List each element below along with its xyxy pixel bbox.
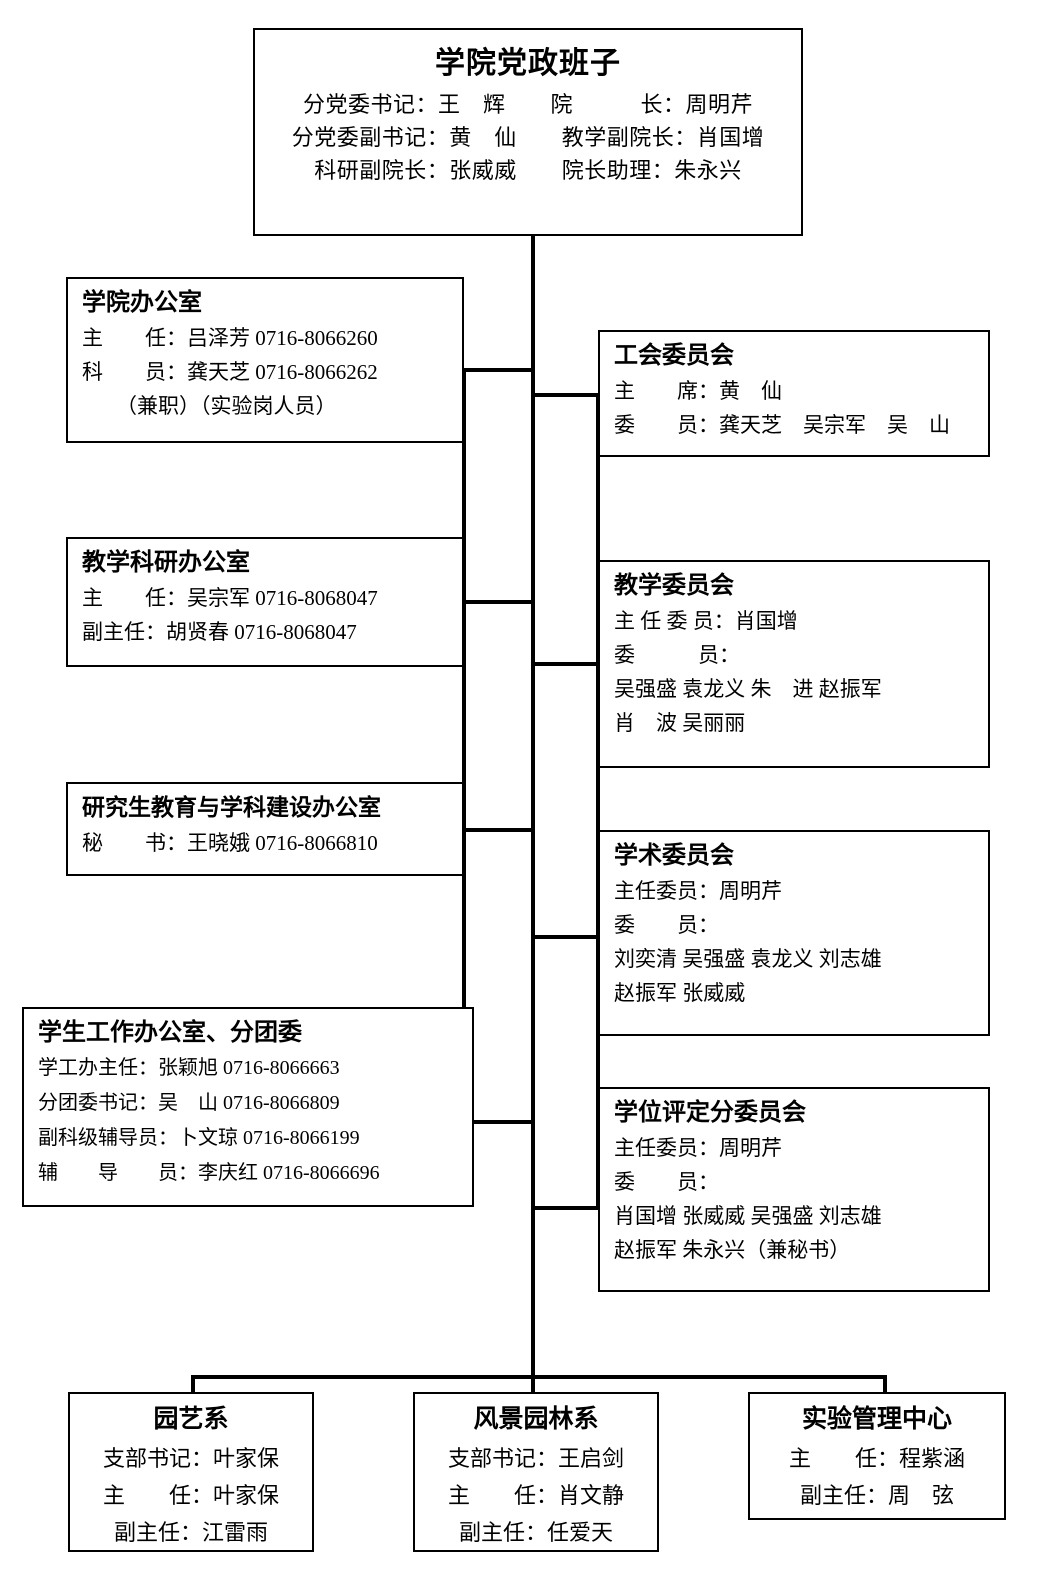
lab-management-center-title: 实验管理中心 xyxy=(801,1406,952,1433)
drop-line-hort xyxy=(191,1375,195,1394)
academic-committee-line-1: 主任委员：周明芹 xyxy=(614,879,782,903)
teaching-committee-line-1: 主 任 委 员：肖国增 xyxy=(614,609,798,633)
student-affairs-office-line-3: 副科级辅导员：卜文琼 0716-8066199 xyxy=(38,1127,360,1149)
trunk-line-left-spine xyxy=(462,368,466,1124)
horticulture-department-line-1: 支部书记：叶家保 xyxy=(102,1446,279,1471)
stub-degree-committee xyxy=(531,1206,600,1210)
teaching-research-office-line-2: 副主任：胡贤春 0716-8068047 xyxy=(82,620,357,644)
trunk-line-right-spine xyxy=(596,393,600,1210)
box-teaching-research-office[interactable]: 教学科研办公室 主 任：吴宗军 0716-8068047 副主任：胡贤春 071… xyxy=(66,537,464,667)
college-office-line-3: （兼职）（实验岗人员） xyxy=(116,394,337,418)
stub-teaching-office xyxy=(462,600,533,604)
student-affairs-office-line-4: 辅 导 员：李庆红 0716-8066696 xyxy=(38,1162,380,1184)
root-line-3: 科研副院长：张威威 院长助理：朱永兴 xyxy=(314,158,742,183)
teaching-committee-line-3: 吴强盛 袁龙义 朱 进 赵振军 xyxy=(614,677,882,701)
degree-committee-title: 学位评定分委员会 xyxy=(614,1100,806,1126)
stub-student-office xyxy=(462,1120,533,1124)
union-committee-title: 工会委员会 xyxy=(614,343,734,369)
student-affairs-office-title: 学生工作办公室、分团委 xyxy=(38,1020,302,1046)
landscape-department-title: 风景园林系 xyxy=(473,1406,599,1433)
academic-committee-title: 学术委员会 xyxy=(614,843,734,869)
trunk-line-main xyxy=(531,236,535,1378)
box-graduate-discipline-office[interactable]: 研究生教育与学科建设办公室 秘 书：王晓娥 0716-8066810 xyxy=(66,782,464,876)
landscape-department-line-3: 副主任：任爱天 xyxy=(458,1520,613,1545)
stub-grad-office xyxy=(462,828,533,832)
union-committee-line-2: 委 员：龚天芝 吴宗军 吴 山 xyxy=(614,413,950,437)
student-affairs-office-line-2: 分团委书记：吴 山 0716-8066809 xyxy=(38,1092,340,1114)
box-academic-committee[interactable]: 学术委员会 主任委员：周明芹 委 员： 刘奕清 吴强盛 袁龙义 刘志雄 赵振军 … xyxy=(598,830,990,1036)
teaching-committee-line-2: 委 员： xyxy=(614,643,740,667)
box-landscape-department[interactable]: 风景园林系 支部书记：王启剑 主 任：肖文静 副主任：任爱天 xyxy=(413,1392,659,1552)
teaching-research-office-title: 教学科研办公室 xyxy=(82,550,250,576)
drop-line-landscape xyxy=(531,1375,535,1394)
college-office-line-1: 主 任：吕泽芳 0716-8066260 xyxy=(82,326,378,350)
box-union-committee[interactable]: 工会委员会 主 席：黄 仙 委 员：龚天芝 吴宗军 吴 山 xyxy=(598,330,990,457)
stub-office xyxy=(462,368,533,372)
box-college-leadership[interactable]: 学院党政班子 分党委书记：王 辉 院 长：周明芹 分党委副书记：黄 仙 教学副院… xyxy=(253,28,803,236)
landscape-department-line-1: 支部书记：王启剑 xyxy=(447,1446,624,1471)
degree-committee-line-3: 肖国增 张威威 吴强盛 刘志雄 xyxy=(614,1204,882,1228)
student-affairs-office-line-1: 学工办主任：张颖旭 0716-8066663 xyxy=(38,1057,340,1079)
degree-committee-line-1: 主任委员：周明芹 xyxy=(614,1136,782,1160)
union-committee-line-1: 主 席：黄 仙 xyxy=(614,379,782,403)
lab-management-center-line-1: 主 任：程紫涵 xyxy=(788,1446,965,1471)
box-degree-committee[interactable]: 学位评定分委员会 主任委员：周明芹 委 员： 肖国增 张威威 吴强盛 刘志雄 赵… xyxy=(598,1087,990,1292)
drop-line-lab xyxy=(883,1375,887,1394)
root-title: 学院党政班子 xyxy=(435,47,621,80)
college-office-line-2: 科 员：龚天芝 0716-8066262 xyxy=(82,360,378,384)
box-horticulture-department[interactable]: 园艺系 支部书记：叶家保 主 任：叶家保 副主任：江雷雨 xyxy=(68,1392,314,1552)
graduate-discipline-office-title: 研究生教育与学科建设办公室 xyxy=(82,795,381,820)
degree-committee-line-4: 赵振军 朱永兴（兼秘书） xyxy=(614,1238,851,1262)
academic-committee-line-4: 赵振军 张威威 xyxy=(614,981,746,1005)
box-teaching-committee[interactable]: 教学委员会 主 任 委 员：肖国增 委 员： 吴强盛 袁龙义 朱 进 赵振军 肖… xyxy=(598,560,990,768)
teaching-committee-line-4: 肖 波 吴丽丽 xyxy=(614,711,746,735)
stub-teaching-committee xyxy=(531,662,600,666)
graduate-discipline-office-line-1: 秘 书：王晓娥 0716-8066810 xyxy=(82,831,378,855)
college-office-title: 学院办公室 xyxy=(82,290,202,316)
box-student-affairs-office[interactable]: 学生工作办公室、分团委 学工办主任：张颖旭 0716-8066663 分团委书记… xyxy=(22,1007,474,1207)
root-line-2: 分党委副书记：黄 仙 教学副院长：肖国增 xyxy=(291,125,765,150)
box-college-office[interactable]: 学院办公室 主 任：吕泽芳 0716-8066260 科 员：龚天芝 0716-… xyxy=(66,277,464,443)
horticulture-department-title: 园艺系 xyxy=(153,1406,229,1433)
root-line-1: 分党委书记：王 辉 院 长：周明芹 xyxy=(302,92,753,117)
landscape-department-line-2: 主 任：肖文静 xyxy=(447,1483,624,1508)
stub-academic-committee xyxy=(531,935,600,939)
horticulture-department-line-3: 副主任：江雷雨 xyxy=(113,1520,268,1545)
academic-committee-line-2: 委 员： xyxy=(614,913,719,937)
box-lab-management-center[interactable]: 实验管理中心 主 任：程紫涵 副主任：周 弦 xyxy=(748,1392,1006,1520)
lab-management-center-line-2: 副主任：周 弦 xyxy=(799,1483,954,1508)
bottom-bus-line xyxy=(191,1375,887,1379)
horticulture-department-line-2: 主 任：叶家保 xyxy=(102,1483,279,1508)
degree-committee-line-2: 委 员： xyxy=(614,1170,719,1194)
teaching-committee-title: 教学委员会 xyxy=(614,573,734,599)
academic-committee-line-3: 刘奕清 吴强盛 袁龙义 刘志雄 xyxy=(614,947,882,971)
stub-union xyxy=(531,393,600,397)
teaching-research-office-line-1: 主 任：吴宗军 0716-8068047 xyxy=(82,586,378,610)
